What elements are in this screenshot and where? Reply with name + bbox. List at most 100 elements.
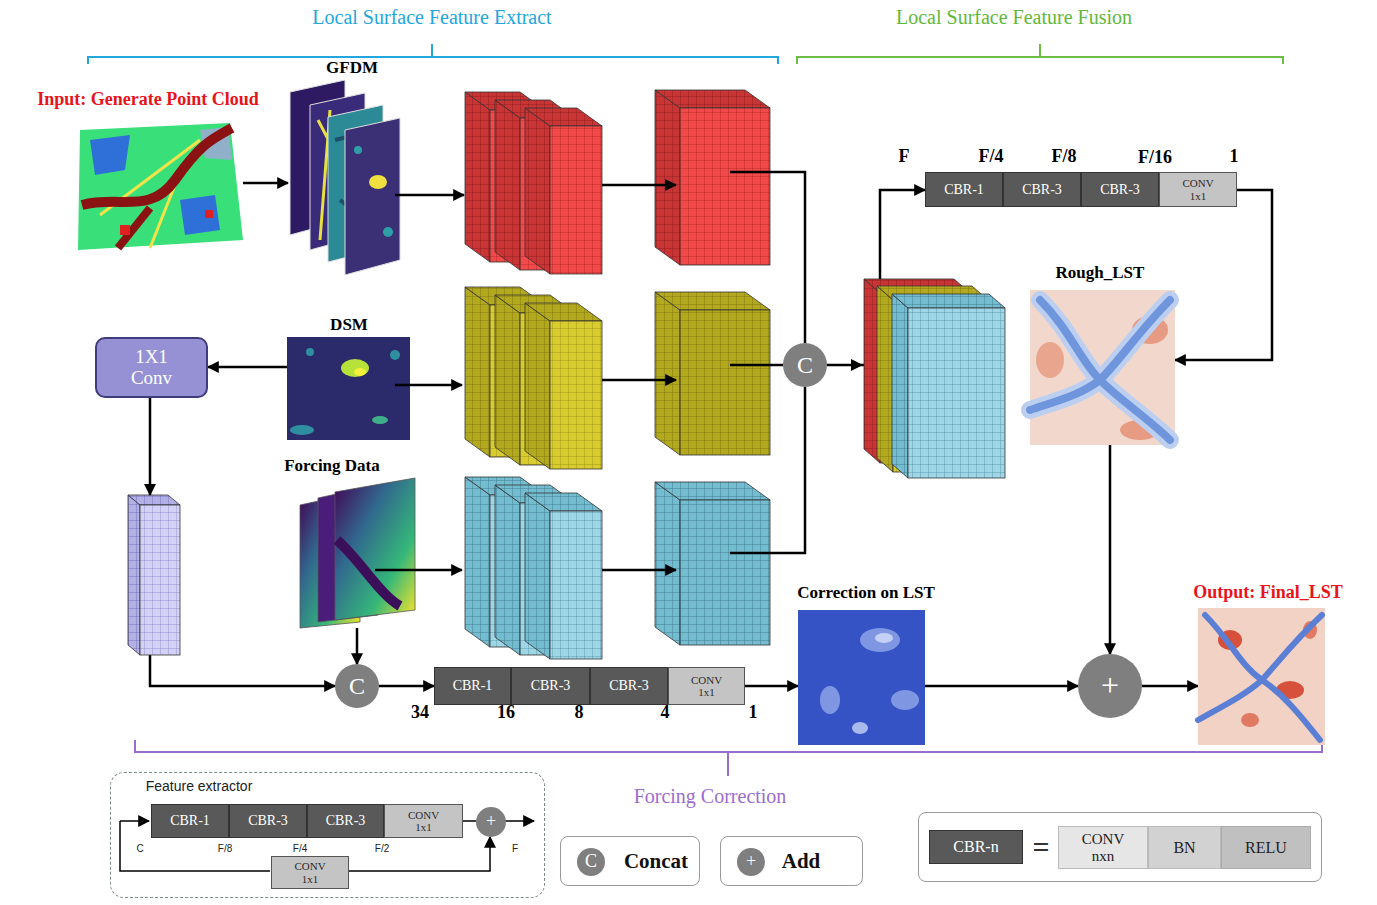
forcing-stack <box>300 478 415 628</box>
connector <box>463 820 476 822</box>
cbr-box: CBR-3 <box>1081 172 1159 207</box>
concat-circle: C <box>577 848 605 876</box>
cbr-box: CBR-3 <box>1003 172 1081 207</box>
label-text: 34 <box>411 703 429 723</box>
node-text: CBR-1 <box>170 813 210 828</box>
node-text: CBR-1 <box>944 182 984 197</box>
conv-box: CONV 1x1 <box>668 667 745 705</box>
node-text: Input: Generate Point Cloud <box>35 90 261 110</box>
node-text: CONV 1x1 <box>687 674 727 698</box>
add-circle: + <box>1078 654 1142 718</box>
dsm-image <box>287 337 410 440</box>
label-text: F/8 <box>218 843 232 854</box>
rough-lst-map <box>1030 290 1175 445</box>
fused-cube <box>864 279 1005 478</box>
cbr-box: CBR-3 <box>229 804 307 838</box>
node-text: CONV 1x1 <box>290 860 330 884</box>
node-text: CONV 1x1 <box>404 809 444 833</box>
node-text: Forcing Data <box>282 457 382 476</box>
node-text: Concat <box>624 850 688 873</box>
feature-cube <box>465 90 770 274</box>
image-panel: GFDM <box>288 80 400 275</box>
node-text: Output: Final_LST <box>1191 583 1345 603</box>
connector <box>745 685 798 688</box>
relu-box: RELU <box>1221 826 1311 869</box>
connector <box>243 182 288 185</box>
connector <box>379 685 434 688</box>
label-text: F/4 <box>979 147 1004 167</box>
correction-map <box>798 610 925 745</box>
node-text: + <box>1101 668 1119 703</box>
feature-cube <box>465 477 770 659</box>
final-lst-map <box>1198 608 1325 745</box>
cbr-box: CBR-3 <box>590 667 668 705</box>
connector <box>1175 190 1272 360</box>
connector <box>349 837 490 871</box>
label-text: 8 <box>575 703 584 723</box>
add-circle: + <box>737 848 765 876</box>
conv-box: CONV 1x1 <box>384 804 463 838</box>
connector <box>925 685 1078 688</box>
connector <box>1109 445 1112 654</box>
node-text: + <box>746 852 756 872</box>
node-text: + <box>486 812 496 832</box>
feature-slab <box>128 495 180 655</box>
node-text: GFDM <box>324 59 380 78</box>
node-text: CBR-3 <box>1022 182 1062 197</box>
feature-cube <box>465 287 770 469</box>
node-text: RELU <box>1245 839 1287 857</box>
image-panel: Input: Generate Point Cloud <box>75 122 243 252</box>
bn-box: BN <box>1148 826 1221 869</box>
cbr-box: CBR-1 <box>434 667 511 705</box>
conv-box: CONV 1x1 <box>1159 172 1237 207</box>
point-cloud <box>78 123 243 250</box>
node-text: = <box>1032 830 1049 863</box>
cbr-box: CBR-1 <box>925 172 1003 207</box>
node-text: C <box>797 352 813 378</box>
image-panel: DSM <box>287 337 410 440</box>
conv-box: 1X1 Conv <box>95 337 208 398</box>
node-text: C <box>585 852 597 872</box>
label-text: F/16 <box>1138 148 1172 168</box>
connector <box>356 628 359 664</box>
label-text: 16 <box>497 703 515 723</box>
node-text: CBR-n <box>953 838 998 856</box>
conv-box: CONV 1x1 <box>271 856 349 889</box>
node-text: CBR-1 <box>453 678 493 693</box>
label-text: 1 <box>1230 147 1239 167</box>
bracket <box>88 44 1322 776</box>
cbr-box: CBR-n <box>929 830 1023 864</box>
label-text: F <box>512 843 518 854</box>
label-text: F/2 <box>375 843 389 854</box>
add-circle: + <box>476 807 506 837</box>
connector <box>1142 685 1198 688</box>
node-text: CONV 1x1 <box>1178 177 1218 201</box>
label-text: 4 <box>661 703 670 723</box>
cbr-box: CBR-3 <box>307 804 384 838</box>
node-text: CBR-3 <box>248 813 288 828</box>
node-text: CBR-3 <box>326 813 366 828</box>
cbr-box: CBR-3 <box>511 667 590 705</box>
node-text: C <box>349 673 365 699</box>
label-text: F/4 <box>293 843 307 854</box>
label-text: C <box>136 843 143 854</box>
conv-box: CONV nxn <box>1058 826 1148 869</box>
legend-box: = CBR-n CONV nxn BN RELU <box>918 812 1322 882</box>
image-panel: Rough_LST <box>1030 290 1175 445</box>
node-text: DSM <box>328 316 370 335</box>
node-text: 1X1 Conv <box>123 347 180 389</box>
legend-box: Add + <box>720 836 863 886</box>
legend-box: Concat C <box>560 836 700 886</box>
label-text: Forcing Correction <box>634 785 787 807</box>
label-text: 1 <box>749 703 758 723</box>
label-text: Local Surface Feature Extract <box>312 6 551 28</box>
node-text: Rough_LST <box>1054 264 1147 283</box>
connector <box>208 366 287 369</box>
node-text: CBR-3 <box>531 678 571 693</box>
concat-circle: C <box>335 664 379 708</box>
node-text: Add <box>782 850 821 873</box>
node-text: BN <box>1173 839 1195 857</box>
node-text: Feature extractor <box>146 779 253 794</box>
image-panel: Correction on LST <box>798 610 925 745</box>
